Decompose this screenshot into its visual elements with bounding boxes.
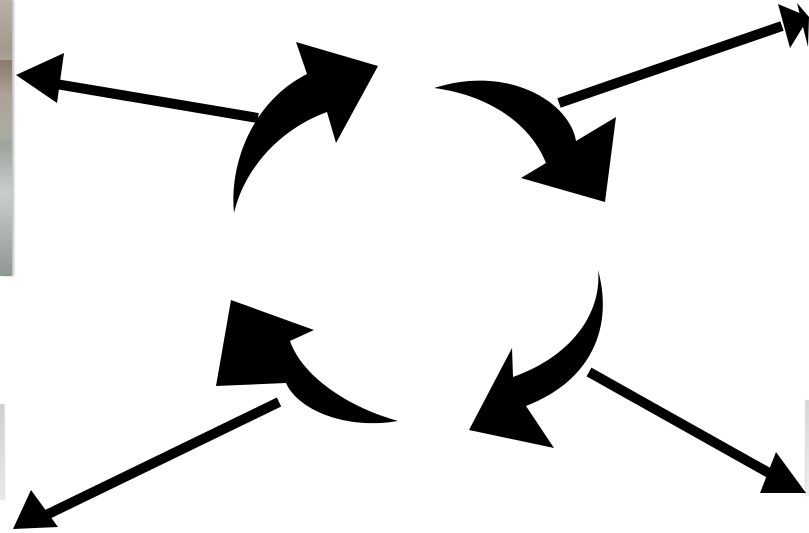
curved-arrow-bottom-right: [469, 270, 603, 448]
arrow-group: [13, 3, 809, 529]
double-arrow-top-left: [16, 53, 258, 118]
double-arrow-bottom-right: [589, 372, 806, 493]
double-arrow-bottom-left: [13, 402, 279, 529]
curved-arrow-top-left: [233, 42, 378, 213]
curved-arrow-top-right: [434, 81, 616, 202]
curved-arrow-bottom-left: [216, 300, 398, 423]
double-arrow-top-right: [559, 3, 809, 103]
